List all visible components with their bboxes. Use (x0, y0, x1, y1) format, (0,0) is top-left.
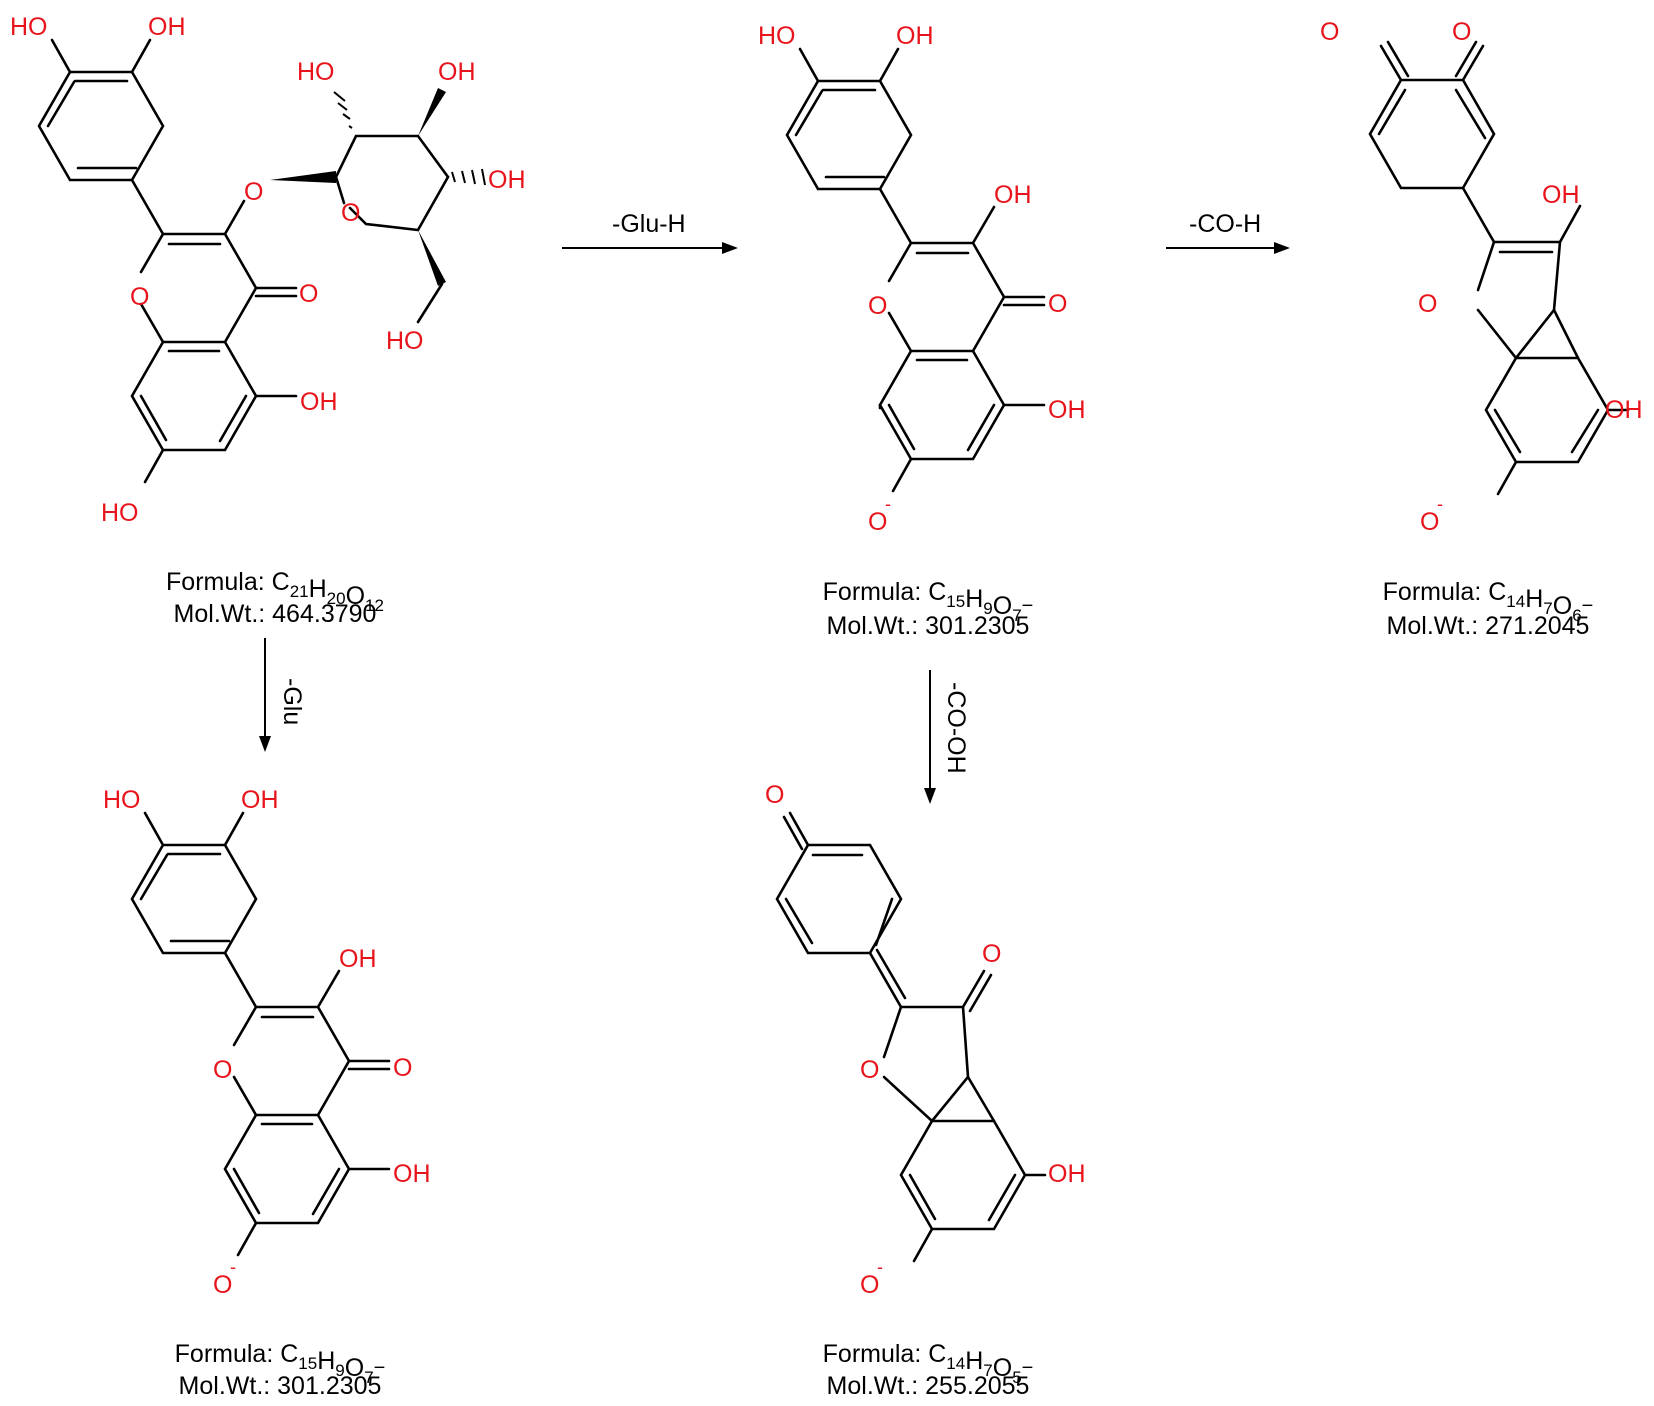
molecular-weight-label: Mol.Wt.: 301.2305 (827, 612, 1030, 640)
formula-label: Formula: C14H7O6− (1383, 578, 1594, 625)
atom-label: OH (339, 945, 377, 973)
atom-label: OH (896, 22, 934, 50)
charge-label: - (877, 1257, 883, 1277)
molecular-weight-label: Mol.Wt.: 464.3790 (174, 600, 377, 628)
atom-label: O (1320, 18, 1339, 46)
atom-label: OH (488, 166, 526, 194)
structure-fragment-255: O O O OH O - (765, 781, 1086, 1299)
atom-label: OH (438, 58, 476, 86)
atom-label: O (982, 940, 1001, 968)
reaction-arrow-glu-h: -Glu-H (562, 210, 738, 254)
formula-label: Formula: C15H9O7− (175, 1340, 386, 1387)
atom-label: O (341, 199, 360, 227)
atom-label: OH (1048, 1160, 1086, 1188)
reaction-label: -CO-OH (942, 682, 970, 774)
charge-label: - (230, 1257, 236, 1277)
structure-aglycone-anion-a: HO OH OH O O OH O - (758, 22, 1086, 536)
formula-label: Formula: C21H20O12 (166, 568, 384, 615)
atom-label: O (213, 1271, 232, 1299)
molecular-weight-label: Mol.Wt.: 271.2045 (1387, 612, 1590, 640)
atom-label: HO (297, 58, 335, 86)
atom-label: OH (393, 1160, 431, 1188)
reaction-label: -Glu-H (612, 210, 686, 238)
atom-label: OH (994, 181, 1032, 209)
atom-label: O (1452, 18, 1471, 46)
structure-aglycone-anion-b: HO OH OH O O OH O - (103, 786, 431, 1299)
atom-label: OH (1605, 396, 1643, 424)
molecular-weight-label: Mol.Wt.: 301.2305 (179, 1372, 382, 1400)
molecular-weight-label: Mol.Wt.: 255.2055 (827, 1372, 1030, 1400)
atom-label: HO (10, 13, 48, 41)
charge-label: - (885, 494, 891, 514)
formula-label: Formula: C15H9O7− (823, 578, 1034, 625)
structure-quercetin-glucoside: HO OH O O OH HO O O HO OH OH HO (10, 13, 526, 527)
atom-label: O (213, 1056, 232, 1084)
atom-label: O (299, 280, 318, 308)
atom-label: O (244, 178, 263, 206)
atom-label: OH (241, 786, 279, 814)
atom-label: O (1418, 290, 1437, 318)
atom-label: HO (386, 327, 424, 355)
reaction-arrow-glu: -Glu (259, 638, 306, 752)
atom-label: O (868, 508, 887, 536)
reaction-label: -CO-H (1189, 210, 1261, 238)
reaction-arrow-co-oh: -CO-OH (924, 670, 970, 804)
atom-label: O (393, 1054, 412, 1082)
reaction-label: -Glu (278, 678, 306, 725)
atom-label: O (1420, 508, 1439, 536)
atom-label: HO (103, 786, 141, 814)
formula-label: Formula: C14H7O5− (823, 1340, 1034, 1387)
atom-label: OH (300, 388, 338, 416)
atom-label: O (130, 283, 149, 311)
atom-label: OH (1048, 396, 1086, 424)
atom-label: O (1048, 290, 1067, 318)
atom-label: OH (148, 13, 186, 41)
atom-label: O (765, 781, 784, 809)
atom-label: O (868, 292, 887, 320)
structure-fragment-271: O O OH O OH O - (1320, 18, 1643, 536)
atom-label: O (860, 1056, 879, 1084)
atom-label: HO (758, 22, 796, 50)
atom-label: HO (101, 499, 139, 527)
charge-label: - (1437, 494, 1443, 514)
atom-label: O (860, 1271, 879, 1299)
atom-label: OH (1542, 181, 1580, 209)
reaction-arrow-co-h: -CO-H (1166, 210, 1290, 254)
